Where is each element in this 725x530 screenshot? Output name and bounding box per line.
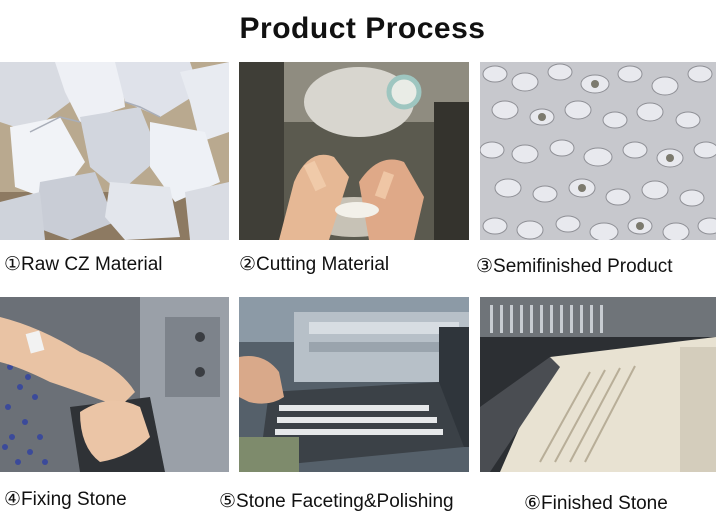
- step-5-number: ⑤: [219, 491, 237, 512]
- step-5-label: Stone Faceting&Polishing: [236, 491, 454, 512]
- step-3-label: Semifinished Product: [493, 256, 673, 277]
- photo-finished-stone: [480, 297, 716, 472]
- step-6-caption: ⑥Finished Stone: [524, 492, 668, 515]
- step-2-number: ②: [239, 254, 257, 275]
- step-5-caption: ⑤Stone Faceting&Polishing: [219, 490, 454, 513]
- photo-stone-faceting-polishing: [239, 297, 469, 472]
- step-4-number: ④: [4, 489, 22, 510]
- photo-raw-cz-material: [0, 62, 229, 240]
- step-2-label: Cutting Material: [256, 254, 390, 275]
- step-4-caption: ④Fixing Stone: [4, 488, 127, 511]
- step-1-number: ①: [4, 254, 22, 275]
- photo-cutting-material: [239, 62, 469, 240]
- step-3-caption: ③Semifinished Product: [476, 255, 673, 278]
- step-1-caption: ①Raw CZ Material: [4, 253, 163, 276]
- photo-fixing-stone: [0, 297, 229, 472]
- step-6-number: ⑥: [524, 493, 542, 514]
- step-6-label: Finished Stone: [541, 493, 668, 514]
- step-3-number: ③: [476, 256, 494, 277]
- step-1-label: Raw CZ Material: [21, 254, 163, 275]
- step-2-caption: ②Cutting Material: [239, 253, 389, 276]
- step-4-label: Fixing Stone: [21, 489, 127, 510]
- photo-semifinished-product: [480, 62, 716, 240]
- page-title: Product Process: [239, 12, 486, 45]
